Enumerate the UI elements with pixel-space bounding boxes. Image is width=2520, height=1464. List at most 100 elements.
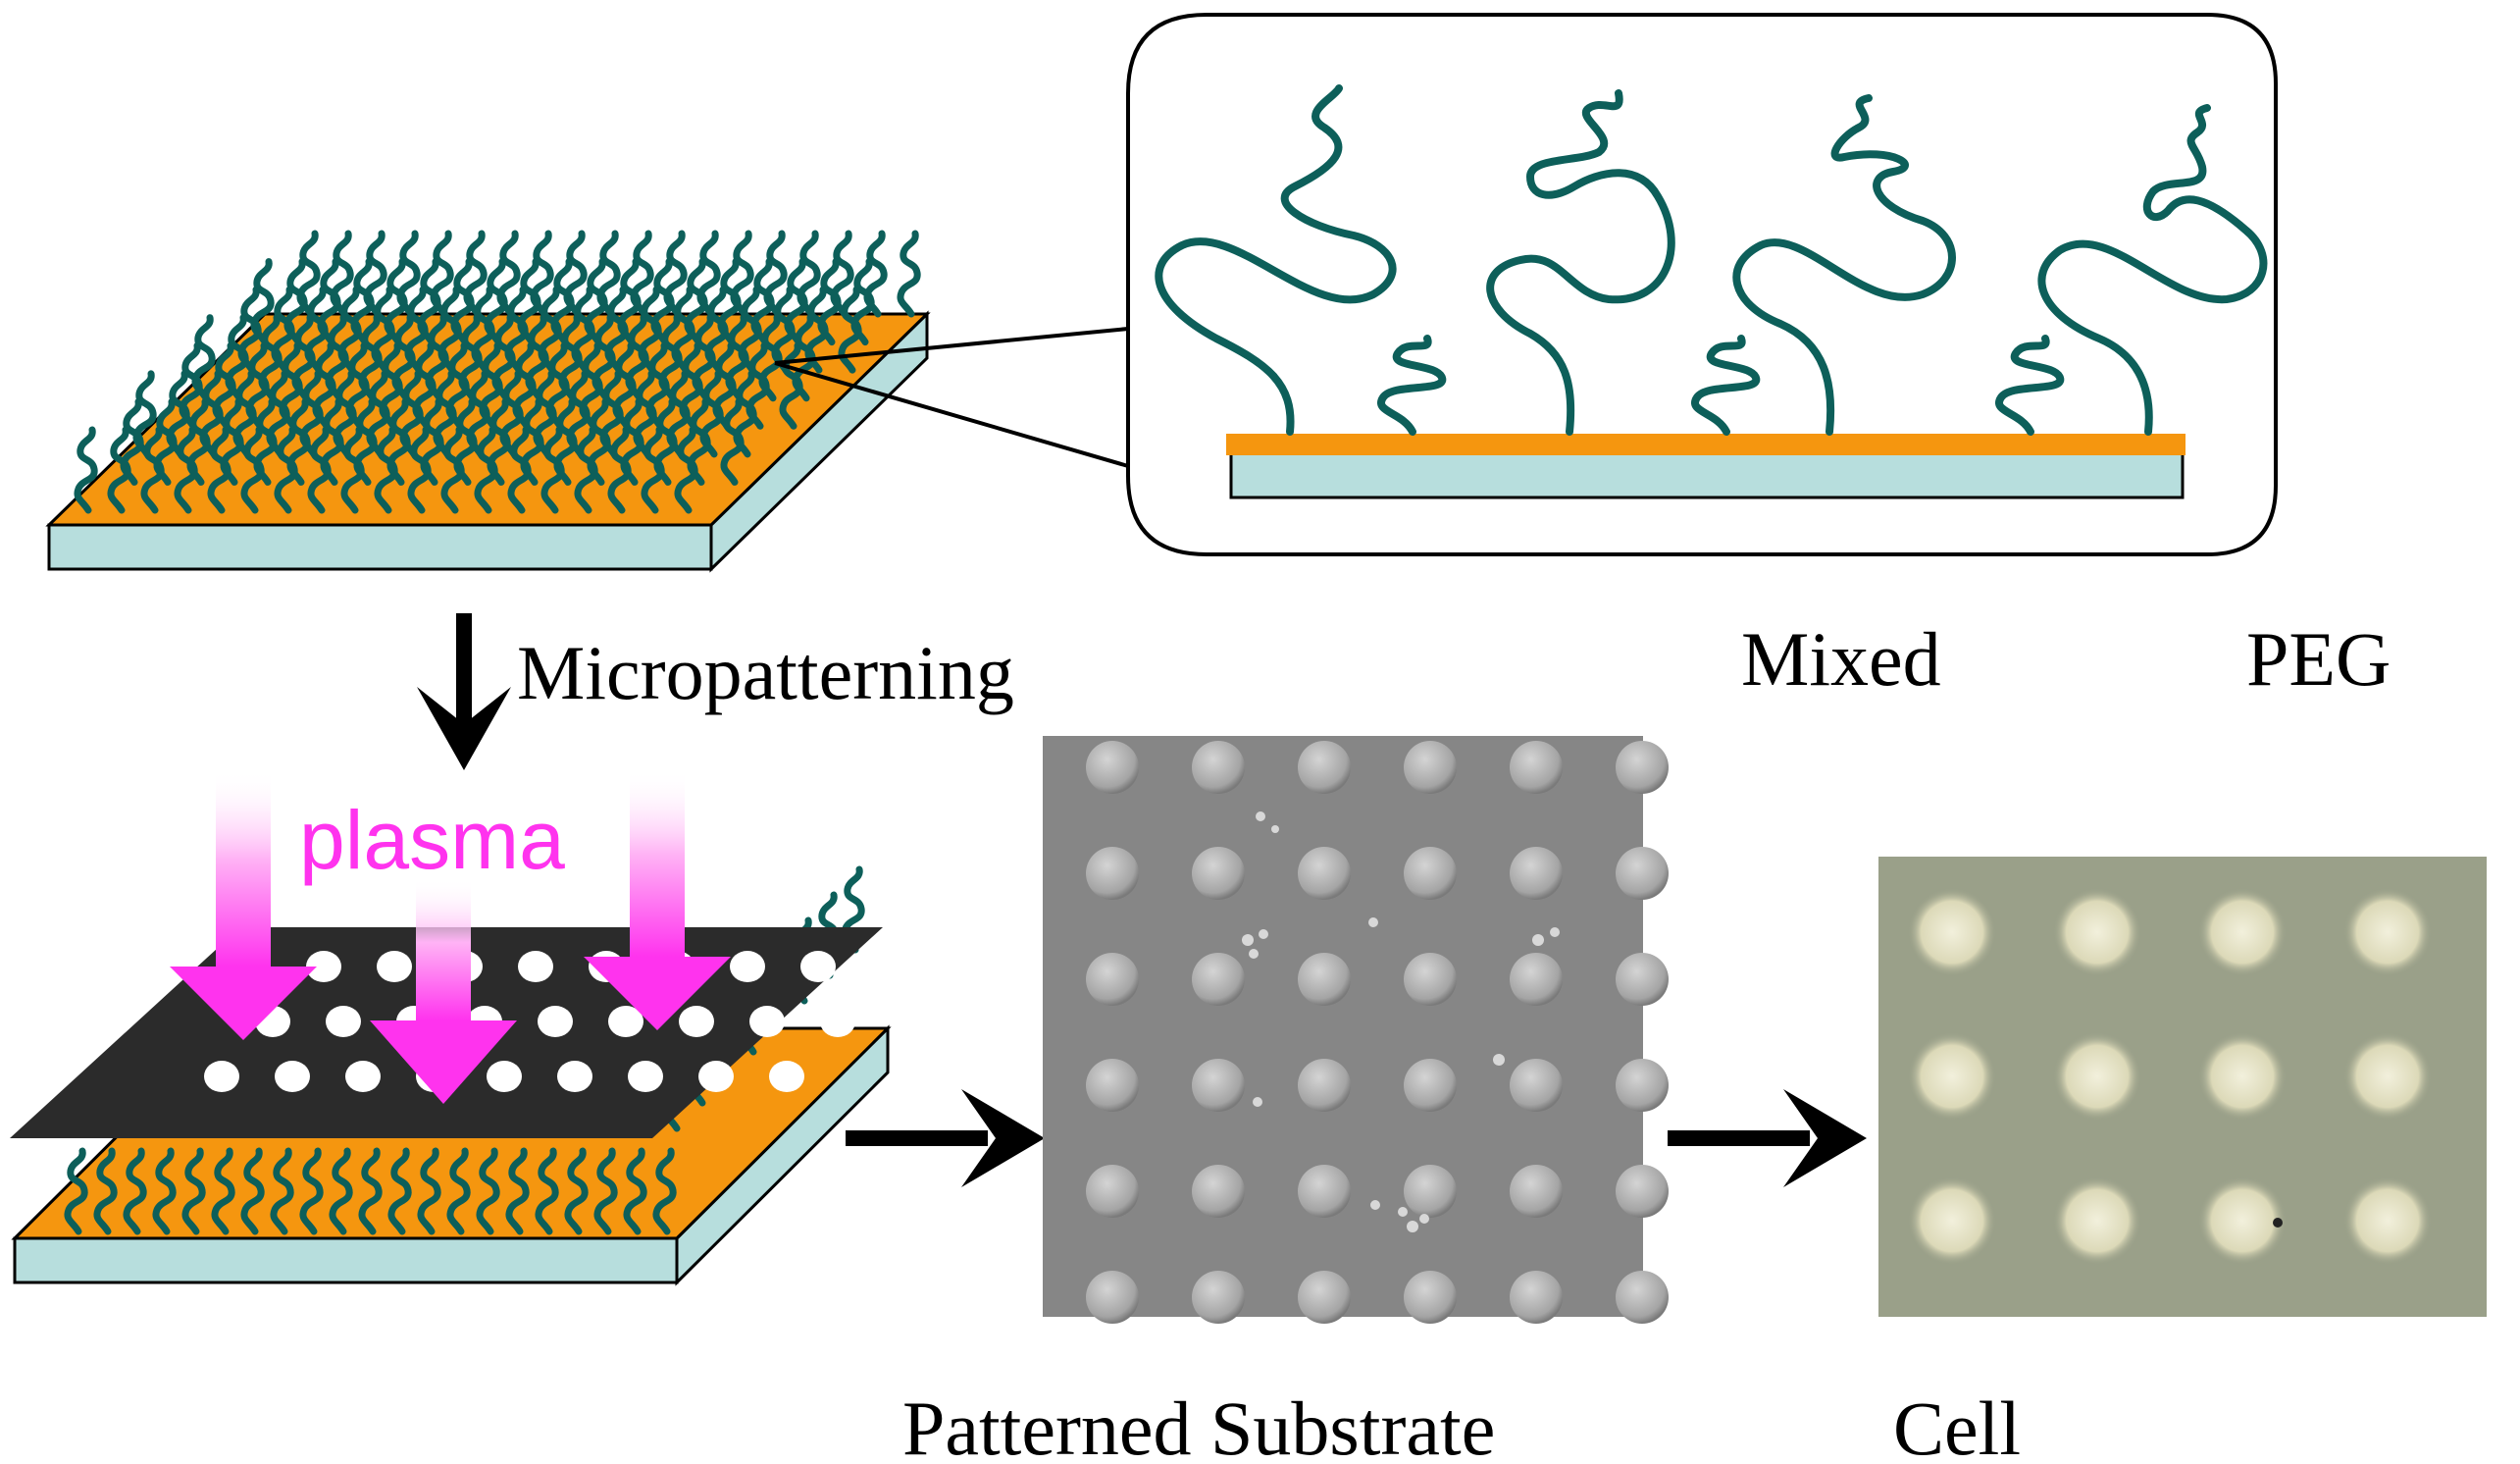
right-arrow-icon xyxy=(1668,1089,1867,1187)
plasma-arrow-head xyxy=(170,967,317,1040)
mask-hole xyxy=(306,951,341,982)
patterned-dot xyxy=(1404,1059,1457,1112)
polymer-chain xyxy=(463,230,488,318)
cell-spot xyxy=(2053,1032,2141,1121)
polymer-chain xyxy=(152,1147,177,1235)
patterned-dot xyxy=(1616,847,1669,900)
bottom-substrate-front xyxy=(13,1236,679,1284)
cell-spot xyxy=(2343,1176,2432,1265)
mask-hole xyxy=(487,1061,522,1092)
polymer-chain xyxy=(797,230,821,318)
mask-hole xyxy=(557,1061,592,1092)
patterned-dot xyxy=(1616,1271,1669,1324)
polymer-chain xyxy=(830,230,854,318)
substrate-side-front xyxy=(47,523,713,571)
sem-background xyxy=(1043,736,1643,1317)
patterned-dot xyxy=(1298,1271,1351,1324)
patterned-dot xyxy=(1086,741,1139,794)
plasma-arrow-shaft xyxy=(630,770,685,957)
polymer-chain xyxy=(74,426,98,514)
polymer-chain xyxy=(64,1147,88,1235)
cell-spot xyxy=(2343,888,2432,976)
plasma-arrow-shaft xyxy=(216,770,271,967)
mask-hole xyxy=(275,1061,310,1092)
cell-spot xyxy=(1908,1032,1996,1121)
patterned-dot xyxy=(1086,1059,1139,1112)
zoom-callout xyxy=(1126,13,2278,556)
mixed-short-chains xyxy=(1377,335,2065,436)
polymer-chain xyxy=(123,1147,147,1235)
polymer-chain xyxy=(446,1147,471,1235)
cell-spot xyxy=(2198,1032,2287,1121)
patterned-dot xyxy=(1404,1165,1457,1218)
patterned-dot xyxy=(1404,847,1457,900)
down-arrow-icon xyxy=(417,613,511,770)
patterned-dot xyxy=(1086,1271,1139,1324)
patterned-dot xyxy=(1616,1059,1669,1112)
polymer-chain xyxy=(211,1147,235,1235)
mask-hole xyxy=(679,1006,714,1037)
mask-hole xyxy=(769,1061,804,1092)
polymer-chain xyxy=(535,1147,559,1235)
patterned-dot xyxy=(1616,1165,1669,1218)
polymer-chain xyxy=(863,230,888,318)
plasma-arrow-head xyxy=(584,957,731,1030)
patterned-substrate-image xyxy=(1043,736,1669,1324)
mask-hole xyxy=(345,1061,381,1092)
patterned-dot xyxy=(1192,1271,1245,1324)
cell-spot xyxy=(2343,1032,2432,1121)
polymer-chain xyxy=(270,1147,294,1235)
sem-dots xyxy=(1086,741,1669,1324)
cell-label: Cell xyxy=(1893,1386,2021,1464)
mask-hole xyxy=(628,1061,663,1092)
polymer-chain xyxy=(623,1147,647,1235)
polymer-chain xyxy=(652,1147,677,1235)
polymer-chain xyxy=(329,1147,353,1235)
plasma-arrow-head xyxy=(370,1020,517,1104)
patterned-dot xyxy=(1510,953,1563,1006)
polymer-chain xyxy=(430,230,454,318)
patterned-dot xyxy=(1086,847,1139,900)
patterned-dot xyxy=(1086,953,1139,1006)
polymer-chain xyxy=(530,230,554,318)
mask-hole xyxy=(820,1006,855,1037)
mixed-label: Mixed xyxy=(1741,616,1941,702)
polymer-chain xyxy=(505,1147,530,1235)
micropatterning-label: Micropatterning xyxy=(517,630,1014,715)
polymer-chain xyxy=(181,1147,206,1235)
plasma-arrow-icon xyxy=(584,770,731,1030)
patterned-dot xyxy=(1192,1059,1245,1112)
patterned-dot xyxy=(1298,953,1351,1006)
plasma-arrow-icon xyxy=(370,878,517,1104)
patterned-dot xyxy=(1510,1271,1563,1324)
plasma-arrow-icon xyxy=(170,770,317,1040)
cell-image xyxy=(1878,857,2487,1317)
mask-hole xyxy=(871,951,906,982)
polymer-chain xyxy=(191,314,216,402)
mask-hole xyxy=(698,1061,734,1092)
plasma-label: plasma xyxy=(299,794,565,886)
patterned-dot xyxy=(1616,953,1669,1006)
polymer-chain xyxy=(897,230,921,318)
cell-spot xyxy=(1908,1176,1996,1265)
polymer-chain xyxy=(730,230,754,318)
patterned-dot xyxy=(1510,847,1563,900)
mask-hole xyxy=(800,951,836,982)
patterned-dot xyxy=(1510,741,1563,794)
patterned-dot xyxy=(1510,1165,1563,1218)
polymer-chain xyxy=(93,1147,118,1235)
polymer-chain xyxy=(358,1147,383,1235)
polymer-chain xyxy=(363,230,387,318)
patterned-dot xyxy=(1192,741,1245,794)
patterned-dot xyxy=(1192,847,1245,900)
callout-substrate xyxy=(1229,451,2185,499)
cell-spot xyxy=(1908,888,1996,976)
callout-bubble xyxy=(1126,13,2278,556)
patterned-dot xyxy=(1510,1059,1563,1112)
polymer-chain xyxy=(330,230,354,318)
mask-hole xyxy=(749,1006,785,1037)
cell-spot xyxy=(2053,888,2141,976)
sem-debris xyxy=(1242,811,1560,1232)
patterned-dot xyxy=(1298,1165,1351,1218)
